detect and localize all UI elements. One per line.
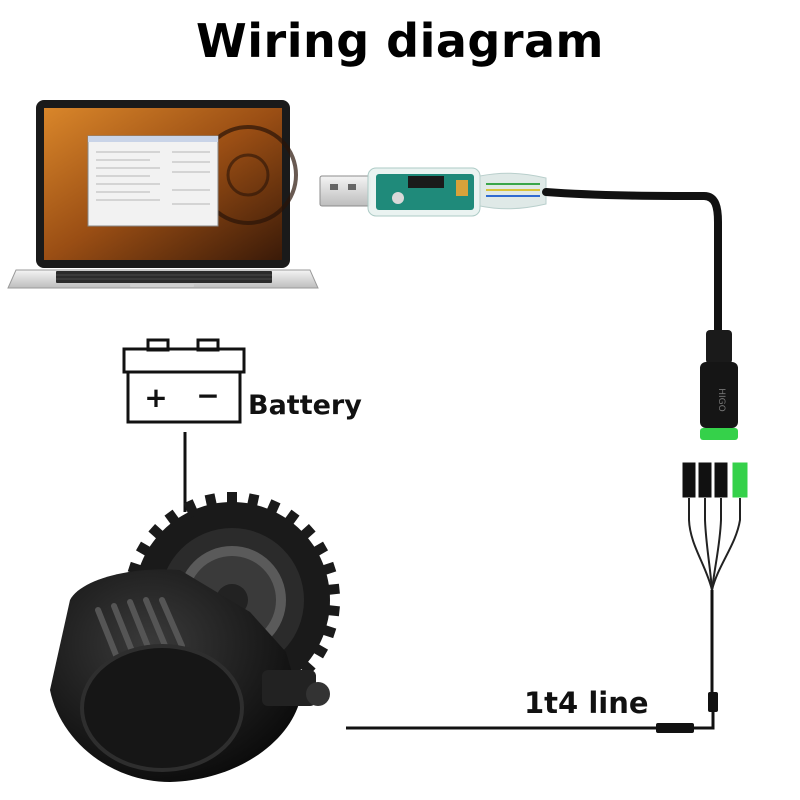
usb-cable (542, 188, 722, 344)
connector-icon: HIGO (700, 330, 738, 440)
usb-adapter-icon (319, 167, 547, 217)
page-title: Wiring diagram (196, 14, 604, 68)
line-label: 1t4 line (524, 686, 649, 720)
pin-breakout (656, 461, 749, 733)
laptop-icon (7, 100, 319, 289)
svg-text:HIGO: HIGO (716, 388, 726, 411)
battery-icon: + − (122, 338, 246, 424)
battery-plus-label: + (144, 381, 167, 414)
battery-minus-label: − (196, 379, 219, 412)
motor-icon (50, 492, 340, 782)
battery-label: Battery (248, 390, 362, 421)
